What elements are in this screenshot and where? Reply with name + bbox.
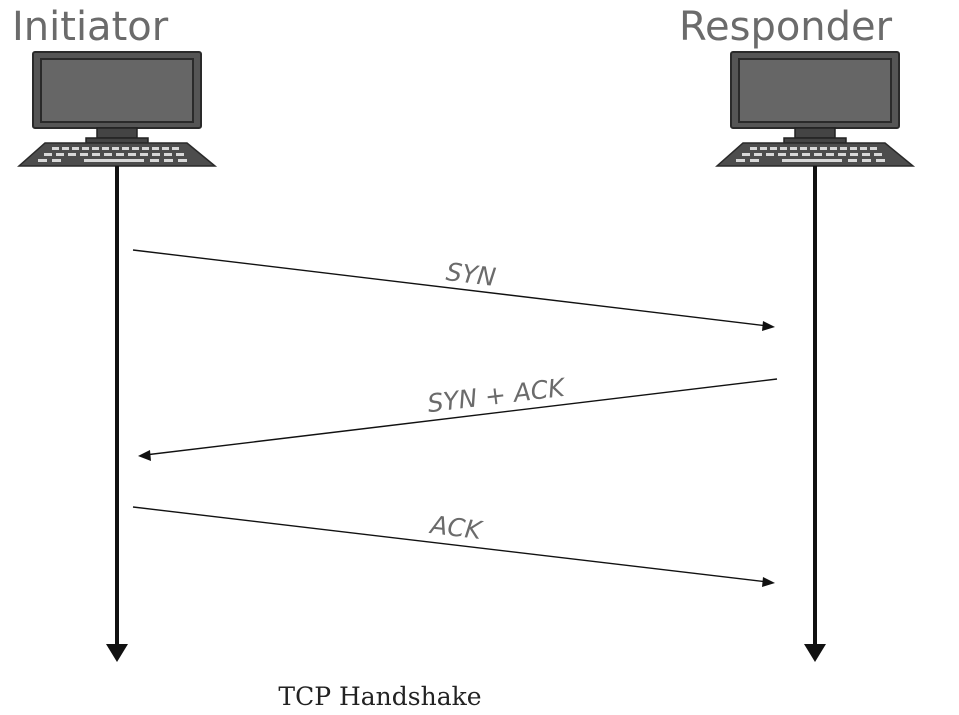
responder-label: Responder	[679, 4, 893, 50]
message-syn-ack-label: SYN + ACK	[426, 373, 569, 419]
initiator-lifeline-arrowhead	[106, 644, 128, 662]
message-syn-ack-arrowhead	[138, 450, 151, 461]
responder-lifeline-arrowhead	[804, 644, 826, 662]
initiator-keyboard-keys	[38, 147, 187, 162]
responder-computer-icon	[715, 51, 916, 167]
message-ack-arrowhead	[762, 577, 775, 587]
responder-actor: Responder	[679, 4, 916, 662]
message-syn-arrowhead	[762, 321, 775, 331]
responder-keyboard-keys	[736, 147, 885, 162]
initiator-actor: Initiator	[12, 4, 218, 662]
diagram-caption: TCP Handshake	[278, 682, 481, 711]
message-ack-label: ACK	[427, 510, 486, 545]
initiator-computer-icon	[17, 51, 218, 167]
message-ack: ACK	[132, 506, 775, 587]
initiator-label: Initiator	[12, 4, 169, 50]
message-syn-label: SYN	[445, 257, 498, 292]
message-syn: SYN	[132, 249, 775, 331]
message-syn-ack: SYN + ACK	[138, 373, 778, 461]
